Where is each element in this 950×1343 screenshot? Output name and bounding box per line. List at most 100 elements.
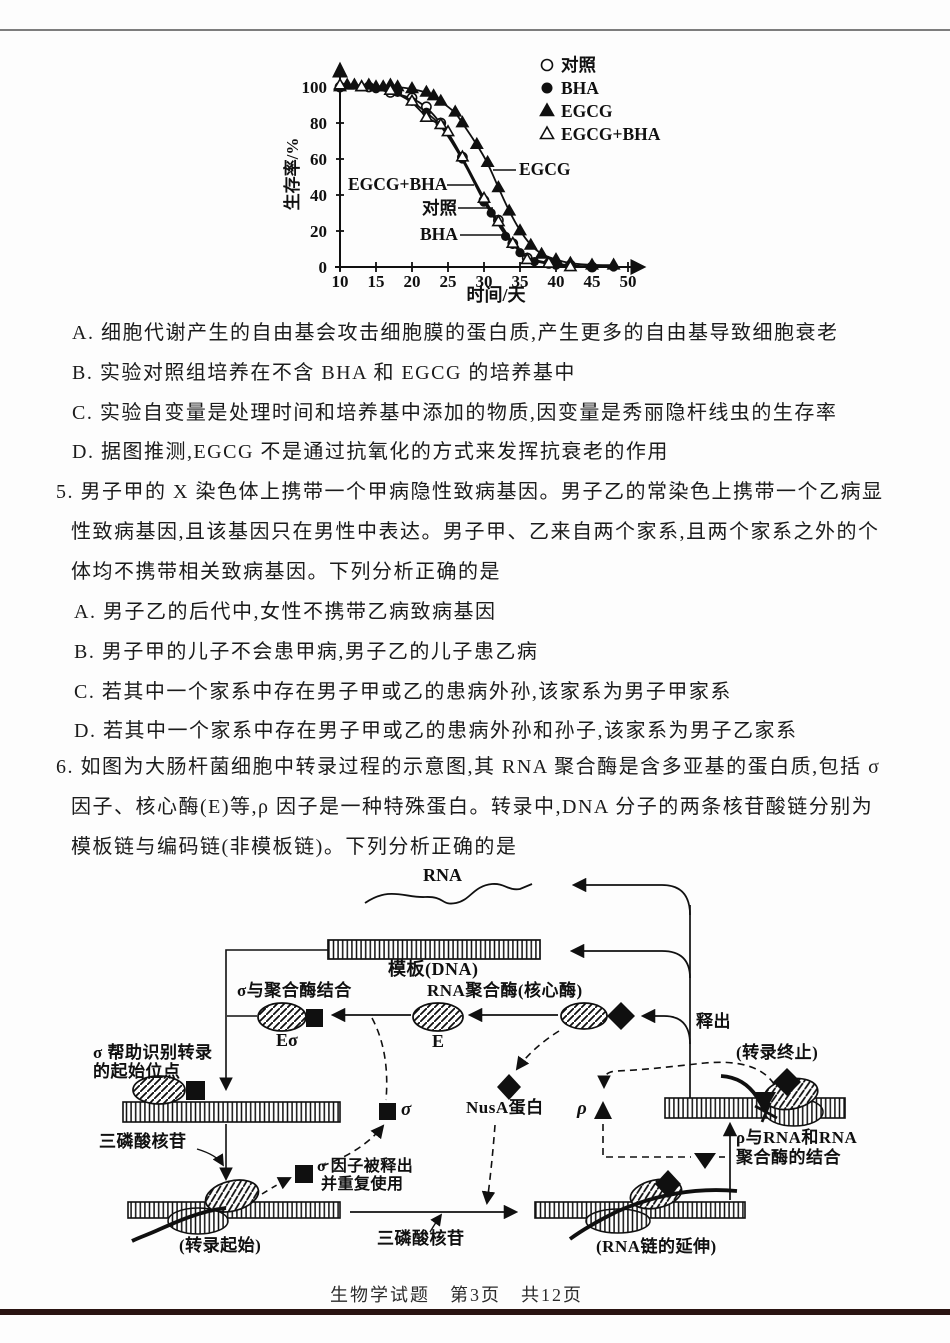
rho-route-triangle — [694, 1153, 716, 1169]
page-footer: 生物学试题 第3页 共12页 — [330, 1285, 583, 1305]
q5-option-b: B. 男子甲的儿子不会患甲病,男子乙的儿子患乙病 — [74, 641, 539, 663]
arrow-to-template — [569, 943, 691, 979]
dash-sigma-to-e — [371, 1017, 388, 1101]
ntp-bottom-leader — [429, 1213, 443, 1233]
esigma-label: Eσ — [276, 1030, 298, 1050]
nusa-label: NusA蛋白 — [466, 1098, 544, 1117]
q4-option-c: C. 实验自变量是处理时间和培养基中添加的物质,因变量是秀丽隐杆线虫的生存率 — [72, 402, 838, 424]
series-EGCG+BHA — [339, 84, 571, 268]
dash-rho-route — [602, 1124, 691, 1158]
sigma-recognition-label-2: 的起始位点 — [93, 1062, 181, 1081]
sigma-released-label-2: 并重复使用 — [321, 1176, 404, 1193]
svg-text:15: 15 — [368, 272, 385, 291]
svg-text:40: 40 — [310, 186, 327, 205]
sigma-released-label-1: σ 因子被释出 — [317, 1158, 414, 1175]
rho-symbol-label: ρ — [577, 1098, 587, 1119]
svg-text:20: 20 — [404, 272, 421, 291]
elong-rna — [568, 1188, 738, 1241]
sigma-binds-pol-label: σ与聚合酶结合 — [237, 981, 352, 1000]
promoter-dna-band — [122, 1101, 341, 1123]
q5-option-a: A. 男子乙的后代中,女性不携带乙病致病基因 — [74, 601, 497, 623]
ntp-left-leader — [196, 1148, 224, 1167]
init-bubble — [167, 1207, 229, 1235]
legend-item-EGCG+BHA: EGCG+BHA — [561, 124, 661, 144]
arrow-to-rna — [571, 877, 691, 916]
arrow-to-released-pol — [640, 1008, 691, 1045]
elong-nusa-diamond — [655, 1170, 681, 1198]
rho-binding-label-1: ρ与RNA和RNA — [736, 1128, 858, 1147]
q6-stem-line1: 6. 如图为大肠杆菌细胞中转录过程的示意图,其 RNA 聚合酶是含多亚基的蛋白质… — [56, 756, 881, 778]
svg-text:10: 10 — [332, 272, 349, 291]
q5-stem-line1: 5. 男子甲的 X 染色体上携带一个甲病隐性致病基因。男子乙的常染色上携带一个乙… — [56, 481, 884, 503]
svg-text:60: 60 — [310, 150, 327, 169]
svg-text:100: 100 — [302, 78, 328, 97]
core-enzyme-ellipse — [412, 1002, 464, 1032]
ntp-left-label: 三磷酸核苷 — [99, 1132, 187, 1151]
rna-strand — [364, 883, 533, 905]
q5-stem-line3: 体均不携带相关致病基因。下列分析正确的是 — [71, 561, 501, 583]
svg-text:50: 50 — [620, 272, 637, 291]
ntp-bottom-label: 三磷酸核苷 — [377, 1229, 465, 1248]
elongation-label: (RNA链的延伸) — [596, 1237, 717, 1256]
svg-text:80: 80 — [310, 114, 327, 133]
rna-label: RNA — [423, 865, 462, 885]
annotation-BHA: BHA — [420, 224, 458, 244]
free-rho-triangle — [594, 1101, 612, 1119]
dash-released-to-nusa — [515, 1030, 560, 1071]
recognition-sigma-square — [186, 1081, 205, 1100]
q4-option-a: A. 细胞代谢产生的自由基会攻击细胞膜的蛋白质,产生更多的自由基导致细胞衰老 — [72, 322, 839, 344]
annotation-EGCG+BHA: EGCG+BHA — [348, 174, 448, 194]
q4-option-d: D. 据图推测,EGCG 不是通过抗氧化的方式来发挥抗衰老的作用 — [72, 441, 669, 463]
init-rna — [131, 1206, 227, 1243]
svg-text:30: 30 — [476, 272, 493, 291]
transcription-diagram-svg — [122, 877, 846, 1243]
y-axis-label: 生存率/% — [282, 138, 302, 211]
release-label: 释出 — [696, 1012, 731, 1031]
q5-stem-line2: 性致病基因,且该基因只在男性中表达。男子甲、乙来自两个家系,且两个家系之外的个 — [71, 521, 880, 543]
svg-text:45: 45 — [584, 272, 601, 291]
q5-option-c: C. 若其中一个家系中存在男子甲或乙的患病外孙,该家系为男子甲家系 — [74, 681, 732, 703]
svg-text:0: 0 — [319, 258, 328, 277]
esigma-sigma-square — [306, 1009, 323, 1027]
initiation-label: (转录起始) — [179, 1236, 262, 1255]
svg-text:40: 40 — [548, 272, 565, 291]
top-rule — [0, 29, 950, 31]
q5-option-d: D. 若其中一个家系中存在男子甲或乙的患病外孙和孙子,该家系为男子乙家系 — [74, 720, 798, 742]
q4-option-b: B. 实验对照组培养在不含 BHA 和 EGCG 的培养基中 — [72, 362, 576, 384]
dash-rho-return — [597, 1061, 775, 1090]
released-pol-ellipse — [560, 1002, 608, 1030]
annotation-对照: 对照 — [422, 198, 457, 218]
esigma-ellipse — [257, 1002, 307, 1032]
term-rho-triangle — [752, 1092, 776, 1113]
template-to-promoter-arrow — [219, 949, 328, 1092]
free-sigma-square — [379, 1103, 396, 1120]
dash-sigma-reuse — [321, 1124, 385, 1167]
bottom-rule — [0, 1309, 950, 1315]
term-nusa-diamond — [773, 1068, 801, 1096]
released-sigma-square — [295, 1165, 313, 1183]
legend-item-BHA: BHA — [561, 78, 599, 98]
x-axis-label: 时间/天 — [466, 285, 526, 305]
dash-init-sigma-release — [261, 1177, 292, 1195]
template-dna-label: 模板(DNA) — [388, 959, 479, 979]
sigma-recognition-label-1: σ 帮助识别转录 — [93, 1043, 213, 1062]
rho-binding-label-2: 聚合酶的结合 — [736, 1148, 841, 1167]
q6-stem-line3: 模板链与编码链(非模板链)。下列分析正确的是 — [71, 836, 518, 858]
svg-text:25: 25 — [440, 272, 457, 291]
q6-stem-line2: 因子、核心酶(E)等,ρ 因子是一种特殊蛋白。转录中,DNA 分子的两条核苷酸链… — [71, 796, 874, 818]
svg-text:20: 20 — [310, 222, 327, 241]
dash-nusa-to-elong — [481, 1124, 496, 1206]
nusa-diamond — [497, 1074, 521, 1100]
template-dna-band — [327, 939, 541, 960]
elong-bubble — [585, 1208, 651, 1234]
sigma-symbol-label: σ — [401, 1099, 412, 1120]
annotation-EGCG: EGCG — [519, 159, 571, 179]
legend-item-对照: 对照 — [561, 55, 596, 75]
transcription-diagram — [0, 858, 950, 1270]
termination-label: (转录终止) — [736, 1043, 819, 1062]
released-pol-diamond — [607, 1002, 635, 1030]
recognition-ellipse — [132, 1075, 186, 1105]
